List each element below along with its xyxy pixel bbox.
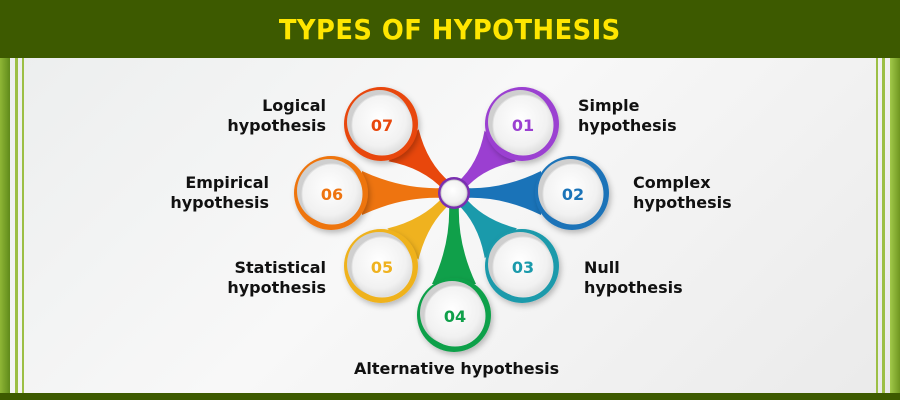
node-06: 06	[294, 156, 368, 230]
node-05: 05	[344, 229, 418, 303]
stem-07	[388, 129, 451, 190]
node-circles: 01 02 03 04 05 06 07	[294, 87, 609, 352]
label-line1: Complex	[633, 173, 711, 192]
left-border-stripe	[0, 58, 10, 393]
label-line1: Null	[584, 258, 620, 277]
label-line2: hypothesis	[633, 193, 732, 212]
label-line1: Alternative hypothesis	[354, 359, 560, 378]
stem-04	[432, 203, 476, 284]
node-number: 04	[444, 307, 466, 326]
node-07: 07	[344, 87, 418, 161]
label-line2: hypothesis	[170, 193, 269, 212]
node-02: 02	[535, 156, 609, 230]
stem-03	[457, 196, 517, 259]
right-border-line	[876, 58, 878, 393]
node-number: 05	[371, 258, 393, 277]
hub-circle	[438, 177, 470, 209]
stem-02	[464, 171, 541, 215]
label-line2: hypothesis	[227, 116, 326, 135]
label-line1: Empirical	[185, 173, 269, 192]
left-border-line	[22, 58, 24, 393]
node-03: 03	[485, 229, 559, 303]
label-line1: Statistical	[234, 258, 326, 277]
right-border-stripe	[890, 58, 900, 393]
label-line1: Simple	[578, 96, 640, 115]
right-border-line	[882, 58, 885, 393]
node-number: 03	[512, 258, 534, 277]
node-number: 06	[321, 185, 343, 204]
stem-06	[362, 171, 444, 215]
page-title: TYPES OF HYPOTHESIS	[279, 12, 621, 46]
label-line2: hypothesis	[584, 278, 683, 297]
node-01: 01	[485, 87, 559, 161]
connector-stems	[362, 129, 541, 284]
node-number: 01	[512, 116, 534, 135]
node-number: 02	[562, 185, 584, 204]
footer-bar	[0, 393, 900, 400]
header-bar: TYPES OF HYPOTHESIS	[0, 0, 900, 58]
node-04: 04	[417, 278, 491, 352]
label-line1: Logical	[262, 96, 326, 115]
label-line2: hypothesis	[578, 116, 677, 135]
label-line2: hypothesis	[227, 278, 326, 297]
left-border-line	[15, 58, 18, 393]
node-number: 07	[371, 116, 393, 135]
label-04: Alternative hypothesis	[354, 359, 559, 379]
stem-01	[457, 130, 516, 190]
